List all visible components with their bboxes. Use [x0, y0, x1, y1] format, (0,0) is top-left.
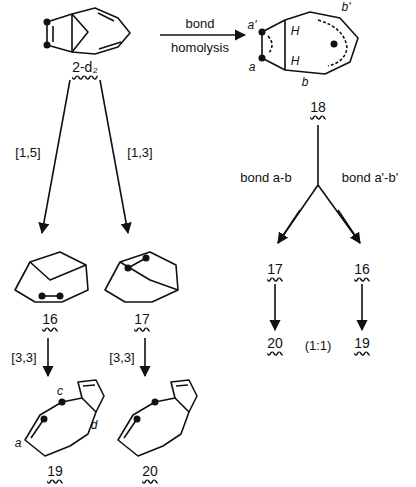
atom-label: d	[91, 418, 98, 433]
ratio-label: (1:1)	[305, 338, 332, 353]
compound-number: 20	[142, 464, 158, 479]
atom-label: H	[291, 54, 300, 69]
arrow-label: homolysis	[171, 40, 229, 55]
arrow-label: [3,3]	[109, 350, 134, 365]
arrow-label: [1,3]	[127, 145, 152, 160]
atom-label: H	[291, 24, 300, 39]
arrow-label: bond a'-b'	[342, 170, 398, 185]
compound-number: 20	[267, 336, 283, 351]
arrow-label: bond a-b	[240, 170, 291, 185]
arrow-label: bond	[186, 16, 215, 31]
atom-label: a'	[248, 18, 257, 33]
compound-number: 18	[310, 100, 326, 115]
arrow-label: [3,3]	[11, 350, 36, 365]
atom-label: a	[249, 60, 256, 75]
atom-label: a	[15, 436, 22, 451]
compound-number: 16	[354, 262, 370, 277]
atom-label: c	[57, 384, 63, 399]
atom-label: b	[302, 75, 309, 90]
atom-label: b'	[342, 0, 351, 15]
compound-number: 16	[42, 312, 58, 327]
compound-number: 17	[267, 262, 283, 277]
compound-number: 17	[134, 312, 150, 327]
compound-number: 19	[354, 336, 370, 351]
compound-number: 2-d₂	[72, 60, 98, 75]
compound-number: 19	[47, 464, 63, 479]
arrow-label: [1,5]	[15, 145, 40, 160]
